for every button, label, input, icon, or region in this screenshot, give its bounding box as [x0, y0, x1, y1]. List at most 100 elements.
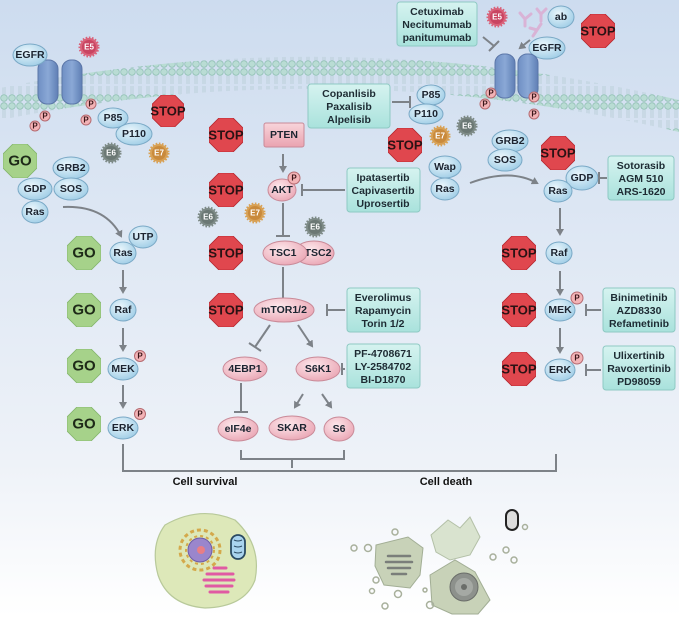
svg-text:Ras: Ras	[548, 185, 567, 197]
svg-text:MEK: MEK	[548, 304, 572, 316]
svg-text:SOS: SOS	[60, 183, 82, 195]
svg-text:STOP: STOP	[580, 24, 615, 39]
center-4ebp1: 4EBP1	[222, 356, 268, 382]
svg-text:P: P	[32, 122, 38, 131]
svg-text:P110: P110	[414, 108, 438, 120]
go-sign-icon: GO	[67, 293, 101, 327]
svg-text:P: P	[137, 352, 143, 361]
go-sign-icon: GO	[67, 407, 101, 441]
svg-text:AKT: AKT	[271, 184, 293, 196]
center-mtor: mTOR1/2	[253, 297, 315, 323]
phospho-icon: P	[485, 87, 497, 99]
phospho-icon: P	[85, 98, 97, 110]
left-raf: Raf	[109, 298, 137, 322]
svg-text:Binimetinib: Binimetinib	[610, 292, 667, 304]
svg-text:Paxalisib: Paxalisib	[326, 101, 372, 113]
left-ras-inactive: Ras	[21, 200, 49, 224]
svg-text:TSC2: TSC2	[305, 247, 332, 259]
svg-text:P85: P85	[422, 89, 441, 101]
svg-text:E6: E6	[462, 122, 472, 131]
svg-text:Copanlisib: Copanlisib	[322, 88, 376, 100]
left-ras-active: Ras	[109, 241, 137, 265]
stop-sign-icon: STOP	[208, 173, 244, 207]
right-sos: SOS	[487, 148, 523, 172]
drugbox-mtor-inhibitors: Everolimus Rapamycin Torin 1/2	[346, 287, 421, 333]
svg-text:Wap: Wap	[434, 161, 456, 173]
svg-text:SOS: SOS	[494, 154, 516, 166]
svg-text:EGFR: EGFR	[15, 49, 45, 61]
virus-e7-icon: E7	[429, 125, 451, 147]
right-ras: Ras	[543, 179, 573, 203]
svg-text:STOP: STOP	[208, 246, 243, 261]
phospho-icon: P	[528, 108, 540, 120]
svg-text:GRB2: GRB2	[56, 162, 85, 174]
svg-text:Torin 1/2: Torin 1/2	[362, 318, 405, 330]
svg-text:P: P	[482, 100, 488, 109]
svg-text:E7: E7	[250, 209, 260, 218]
svg-text:P: P	[42, 112, 48, 121]
svg-text:UTP: UTP	[133, 231, 154, 243]
svg-text:GDP: GDP	[571, 172, 594, 184]
svg-text:AGM 510: AGM 510	[619, 173, 664, 185]
drugbox-erk-inhibitors: Ulixertinib Ravoxertinib PD98059	[602, 345, 676, 391]
svg-text:panitumumab: panitumumab	[403, 32, 472, 44]
svg-text:STOP: STOP	[208, 128, 243, 143]
svg-text:GDP: GDP	[24, 183, 47, 195]
svg-text:E7: E7	[435, 132, 445, 141]
svg-text:LY-2584702: LY-2584702	[355, 361, 411, 373]
svg-text:Raf: Raf	[551, 247, 568, 259]
healthy-cell-icon	[154, 512, 258, 609]
svg-text:STOP: STOP	[208, 303, 243, 318]
center-skar: SKAR	[268, 415, 316, 441]
svg-text:Raf: Raf	[115, 304, 132, 316]
virus-e6-icon: E6	[304, 216, 326, 238]
drugbox-kras-inhibitors: Sotorasib AGM 510 ARS-1620	[607, 155, 675, 201]
svg-text:STOP: STOP	[501, 303, 536, 318]
center-eif4e: eIF4e	[217, 416, 259, 442]
stop-sign-icon: STOP	[501, 293, 537, 327]
left-erk: ERK	[107, 416, 139, 440]
svg-text:TSC1: TSC1	[270, 247, 297, 259]
stop-sign-icon: STOP	[540, 136, 576, 170]
cell-death-label: Cell death	[420, 476, 473, 488]
drugbox-pi3k-inhibitors: Copanlisib Paxalisib Alpelisib	[307, 83, 391, 129]
drugbox-s6k1-inhibitors: PF-4708671 LY-2584702 BI-D1870	[346, 343, 421, 389]
svg-text:STOP: STOP	[150, 104, 185, 119]
left-p85: P85	[97, 107, 129, 129]
right-egfr-receptor	[494, 53, 539, 99]
svg-text:P: P	[83, 116, 89, 125]
right-p110: P110	[408, 103, 444, 125]
svg-text:E7: E7	[154, 149, 164, 158]
svg-text:Ras: Ras	[113, 247, 132, 259]
phospho-icon: P	[134, 350, 146, 362]
arrow	[293, 393, 304, 409]
virus-e7-icon: E7	[244, 202, 266, 224]
virus-e5-icon: E5	[486, 6, 508, 28]
right-egfr-label: EGFR	[528, 36, 566, 60]
inhibition-bar	[248, 342, 262, 352]
arrow	[518, 39, 531, 50]
phospho-icon: P	[80, 114, 92, 126]
svg-text:Alpelisib: Alpelisib	[327, 114, 371, 126]
svg-text:STOP: STOP	[501, 246, 536, 261]
svg-text:Ras: Ras	[435, 183, 454, 195]
stop-sign-icon: STOP	[580, 14, 616, 48]
phospho-icon: P	[528, 91, 540, 103]
stop-sign-icon: STOP	[387, 128, 423, 162]
stop-sign-icon: STOP	[208, 293, 244, 327]
right-raf: Raf	[545, 241, 573, 265]
svg-text:Ravoxertinib: Ravoxertinib	[607, 363, 671, 375]
stop-sign-icon: STOP	[150, 95, 186, 127]
inhibition-line	[482, 36, 495, 47]
svg-text:GO: GO	[72, 245, 96, 262]
phospho-icon: P	[39, 110, 51, 122]
svg-text:Uprosertib: Uprosertib	[356, 198, 409, 210]
svg-text:Ras: Ras	[25, 206, 44, 218]
virus-e6-icon: E6	[100, 142, 122, 164]
svg-text:GO: GO	[72, 302, 96, 319]
svg-text:BI-D1870: BI-D1870	[361, 374, 406, 386]
left-p110: P110	[115, 122, 153, 146]
svg-text:Necitumumab: Necitumumab	[402, 19, 471, 31]
